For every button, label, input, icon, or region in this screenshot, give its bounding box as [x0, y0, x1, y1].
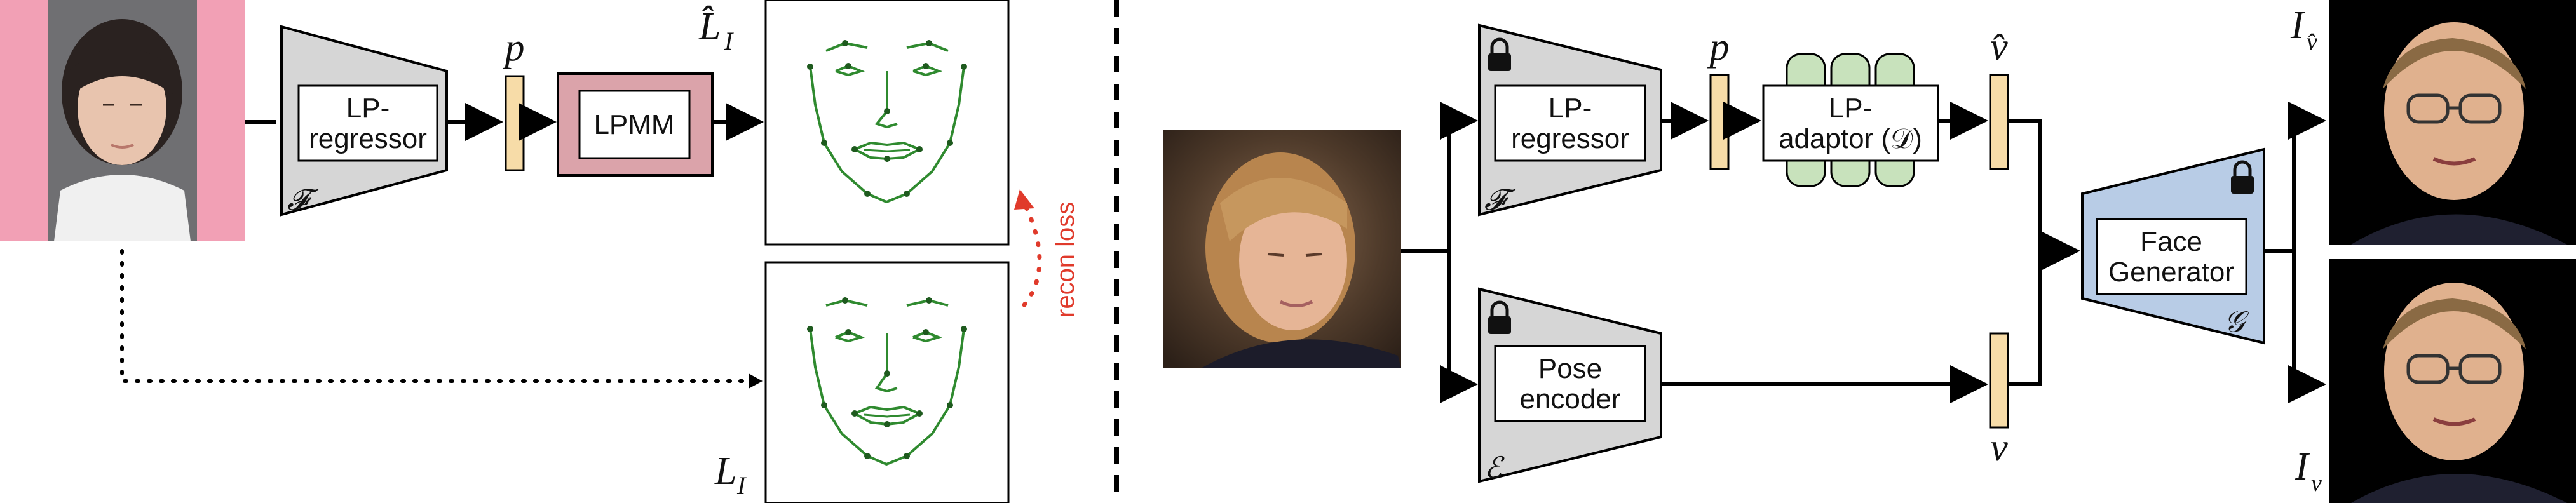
lp-regressor-left-line1: LP-: [346, 93, 390, 124]
param-p-left-label: p: [503, 26, 525, 69]
dotted-gt-arrowhead: [749, 373, 763, 389]
landmarks-groundtruth: L I: [714, 261, 1010, 503]
lock-icon: [2231, 160, 2254, 194]
param-v: v: [1989, 332, 2009, 469]
arrow-to-output-bottom: [2288, 251, 2326, 403]
landmark-face-predicted: [807, 40, 967, 204]
input-photo-right: [1163, 130, 1401, 368]
output-top-sub: v̂: [2307, 29, 2317, 55]
landmark-face-groundtruth: [807, 297, 967, 466]
landmarks-predicted: L̂ I: [698, 0, 1010, 246]
generator-line2: Generator: [2108, 257, 2234, 288]
param-p-left: p: [503, 26, 525, 171]
lp-regressor-left: LP- regressor 𝓕: [280, 25, 448, 217]
param-p-right: p: [1707, 25, 1730, 170]
output-bottom-sub: v: [2311, 470, 2322, 497]
recon-loss: recon loss: [1014, 189, 1080, 318]
param-vhat-label: v̂: [1990, 25, 2008, 69]
adaptor-line1: LP-: [1829, 93, 1872, 124]
dotted-gt-path: [120, 249, 755, 383]
adaptor-line2: adaptor (𝒟): [1779, 123, 1922, 154]
param-vhat: v̂: [1989, 25, 2009, 170]
arrow-to-output-top: [2264, 102, 2326, 253]
lp-regressor-right: LP- regressor 𝓕: [1478, 23, 1662, 217]
output-photo-bottom: [2329, 259, 2576, 503]
pose-encoder-line1: Pose: [1538, 353, 1602, 384]
output-photo-top: [2329, 0, 2576, 245]
param-p-right-label: p: [1707, 25, 1730, 69]
lp-regressor-left-line2: regressor: [309, 123, 427, 154]
lock-icon: [1488, 300, 1511, 334]
lp-regressor-right-line1: LP-: [1549, 93, 1592, 124]
lock-icon: [1488, 37, 1511, 71]
output-top-label: I: [2290, 4, 2306, 47]
recon-loss-label: recon loss: [1052, 202, 1080, 318]
lp-adaptor: LP- adaptor (𝒟): [1762, 53, 1939, 187]
landmarks-pred-label: L̂: [698, 5, 721, 48]
lpmm-block: LPMM: [557, 72, 714, 177]
pose-encoder-symbol: ℰ: [1484, 450, 1505, 485]
input-photo-left: [0, 0, 245, 241]
face-generator: Face Generator 𝒢: [2081, 147, 2265, 345]
lp-regressor-right-line2: regressor: [1511, 123, 1629, 154]
pose-encoder-line2: encoder: [1519, 384, 1620, 415]
landmarks-pred-sub: I: [724, 27, 734, 55]
landmarks-gt-label: L: [714, 450, 736, 493]
generator-line1: Face: [2140, 226, 2202, 257]
pose-encoder: Pose encoder ℰ: [1478, 287, 1662, 485]
output-bottom-label: I: [2295, 445, 2310, 488]
landmarks-gt-sub: I: [736, 471, 747, 500]
lpmm-label: LPMM: [593, 109, 674, 140]
param-v-label: v: [1990, 426, 2008, 469]
merge-lines: [2008, 119, 2042, 386]
